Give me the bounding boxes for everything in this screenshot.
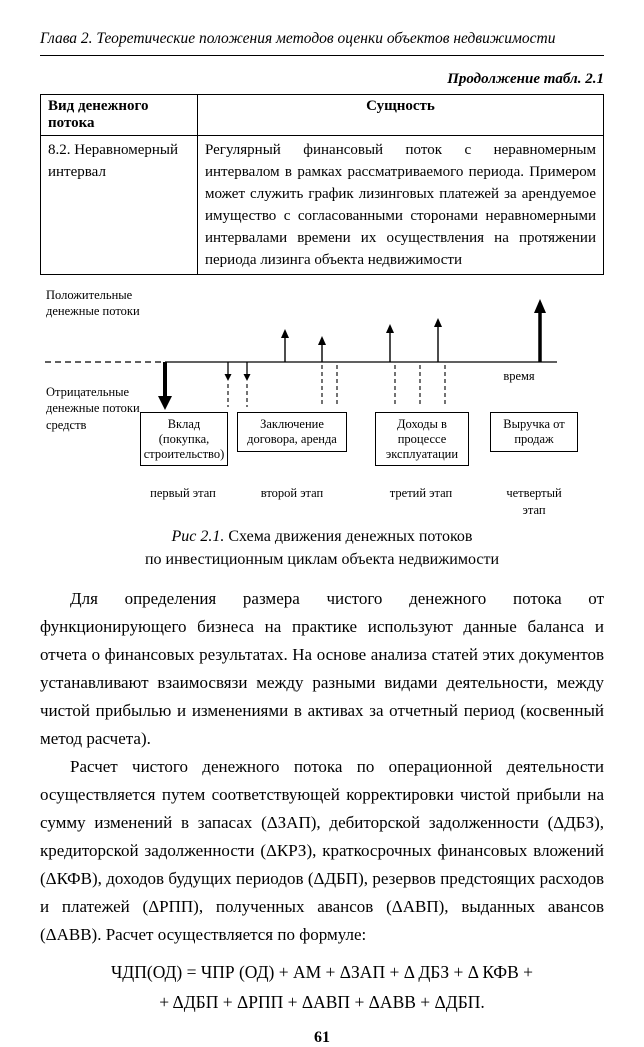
body-text: Для определения размера чистого денежног… bbox=[40, 585, 604, 949]
cash-flow-table: Вид денежного потока Сущность 8.2. Нерав… bbox=[40, 94, 604, 275]
cash-flow-diagram: Положительные денежные потоки Отрицатель… bbox=[40, 287, 604, 517]
cell-flow-essence: Регулярный финансовый поток с неравномер… bbox=[197, 135, 604, 275]
column-header-type: Вид денежного потока bbox=[40, 94, 198, 136]
figure-caption: Рис 2.1. Схема движения денежных потоков… bbox=[40, 525, 604, 571]
stage-label-second: второй этап bbox=[260, 486, 324, 500]
time-axis-label: время bbox=[503, 369, 535, 383]
page-number: 61 bbox=[314, 1029, 330, 1046]
column-header-essence: Сущность bbox=[197, 94, 604, 136]
positive-flows-label: Положительные денежные потоки bbox=[46, 288, 140, 319]
formula-line-1: ЧДП(ОД) = ЧПР (ОД) + АМ + ΔЗАП + Δ ДБЗ +… bbox=[110, 962, 534, 982]
positive-flow-arrows bbox=[281, 299, 546, 362]
stage-label-first: первый этап bbox=[150, 486, 216, 500]
figure-number: Рис 2.1. bbox=[171, 528, 225, 545]
table-header-row: Вид денежного потока Сущность bbox=[40, 94, 604, 136]
stage-box-investment: Вклад (покупка, строительство) bbox=[140, 412, 228, 466]
cell-flow-type: 8.2. Неравномерный интервал bbox=[40, 135, 198, 275]
paragraph-2: Расчет чистого денежного потока по опера… bbox=[40, 757, 604, 944]
formula-line-2: + ΔДБП + ΔРПП + ΔАВП + ΔАВВ + ΔДБП. bbox=[159, 992, 485, 1012]
figure-caption-line2: по инвестиционным циклам объекта недвижи… bbox=[144, 551, 499, 568]
stage-label-fourth: четвертый этап bbox=[506, 486, 562, 517]
formula: ЧДП(ОД) = ЧПР (ОД) + АМ + ΔЗАП + Δ ДБЗ +… bbox=[40, 957, 604, 1017]
figure-caption-line1: Схема движения денежных потоков bbox=[228, 528, 473, 545]
negative-flows-label: Отрицательные денежные потоки средств bbox=[46, 385, 140, 432]
stage-box-income: Доходы в процессе эксплуатации bbox=[375, 412, 469, 466]
stage-label-third: третий этап bbox=[389, 486, 453, 500]
running-head: Глава 2. Теоретические положения методов… bbox=[40, 30, 604, 56]
stage-box-contract: Заключение договора, аренда bbox=[237, 412, 347, 452]
table-continuation-caption: Продолжение табл. 2.1 bbox=[447, 71, 604, 87]
stage-box-sale: Выручка от продаж bbox=[490, 412, 578, 452]
table-row: 8.2. Неравномерный интервал Регулярный ф… bbox=[40, 135, 604, 275]
paragraph-1: Для определения размера чистого денежног… bbox=[40, 589, 604, 748]
negative-flow-arrows bbox=[158, 362, 251, 410]
diagram-canvas bbox=[45, 299, 557, 410]
dashed-interval-lines bbox=[227, 365, 446, 407]
